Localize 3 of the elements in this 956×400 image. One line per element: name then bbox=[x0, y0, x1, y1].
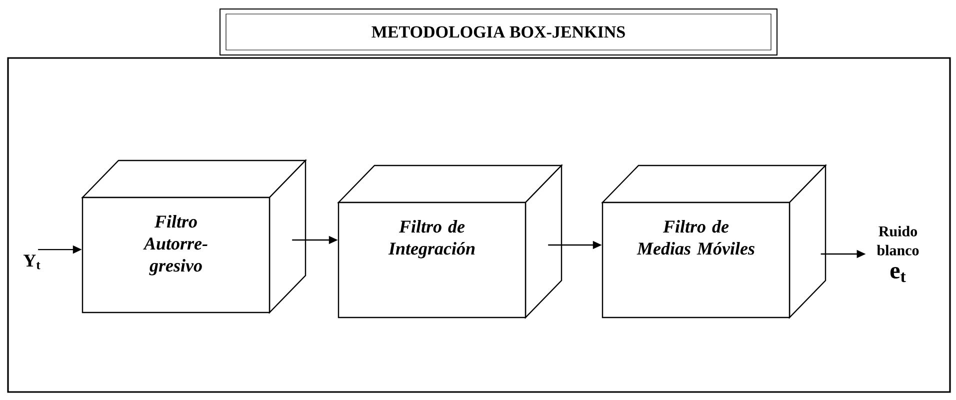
signal-label: Y$_{t}$ bbox=[23, 254, 40, 270]
title-box: METODOLOGIA BOX-JENKINS bbox=[220, 8, 778, 56]
output-label: Ruido blanco e$_{t}$ bbox=[876, 226, 919, 282]
